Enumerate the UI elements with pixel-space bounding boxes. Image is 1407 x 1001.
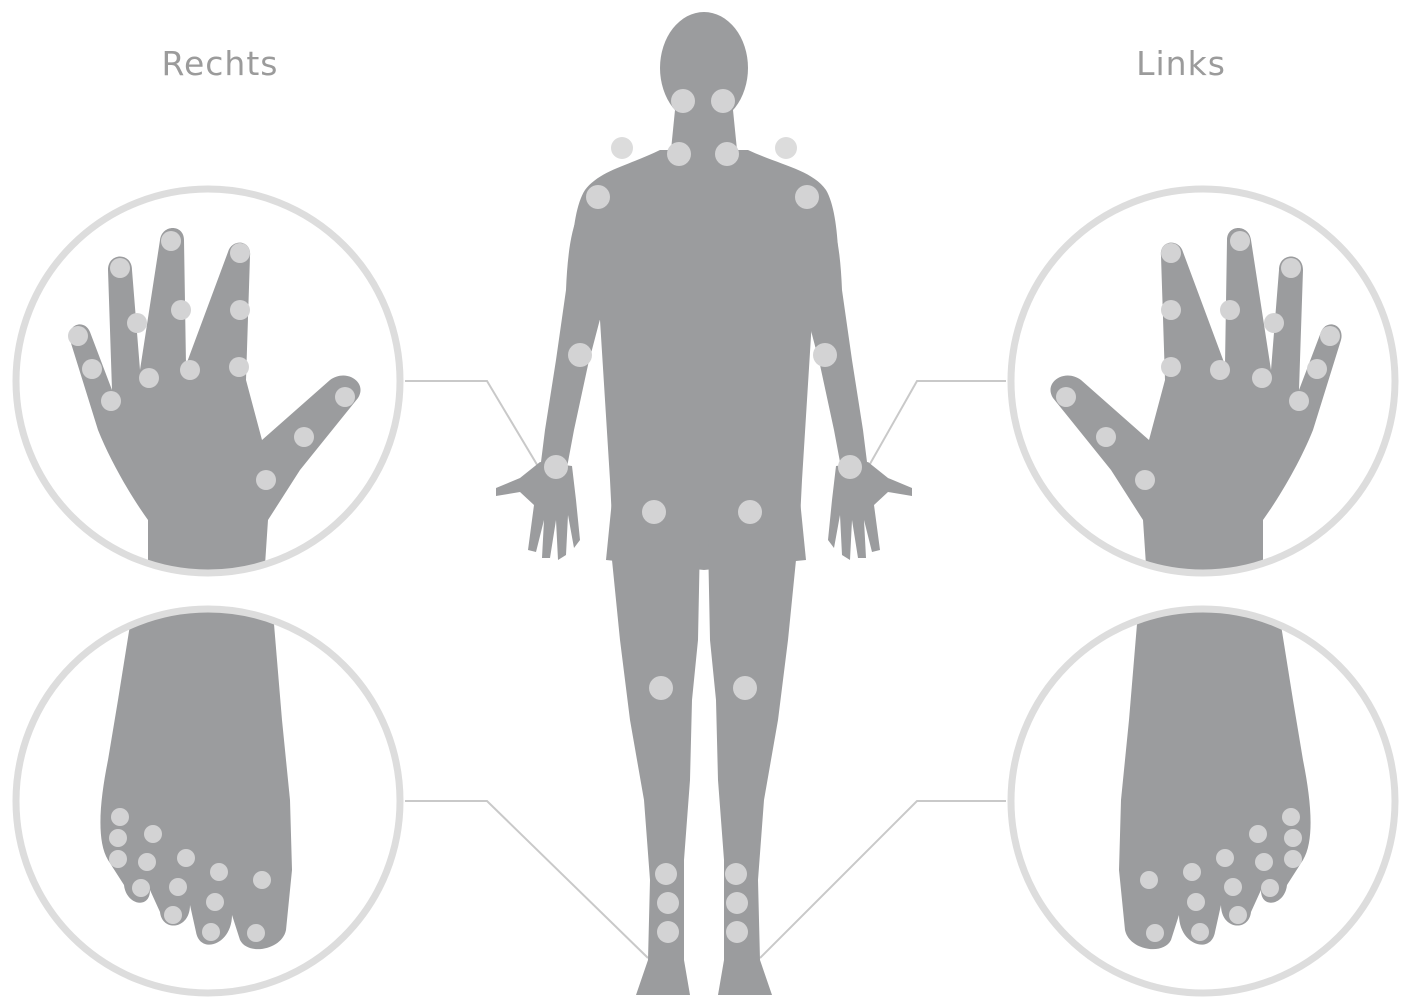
rh-joint-15[interactable] <box>256 470 276 490</box>
rh-joint-8[interactable] <box>82 359 102 379</box>
rf-joint-10[interactable] <box>210 863 228 881</box>
joint-ankle-right-1[interactable] <box>655 863 677 885</box>
rh-joint-14[interactable] <box>294 427 314 447</box>
left-foot-shape <box>1119 600 1311 949</box>
body-hand-left <box>828 462 912 560</box>
joint-wrist-right[interactable] <box>544 455 568 479</box>
left-foot-detail <box>1011 600 1395 993</box>
rf-joint-12[interactable] <box>202 923 220 941</box>
lf-joint-1[interactable] <box>1282 808 1300 826</box>
rh-joint-7[interactable] <box>68 326 88 346</box>
joint-knee-left[interactable] <box>733 676 757 700</box>
left-hand-detail <box>1011 189 1395 580</box>
lh-joint-2[interactable] <box>1281 258 1301 278</box>
joint-jaw-left[interactable] <box>711 89 735 113</box>
lh-joint-12[interactable] <box>1289 391 1309 411</box>
right-hand-detail <box>16 189 400 580</box>
rh-joint-1[interactable] <box>161 231 181 251</box>
lf-joint-7[interactable] <box>1216 849 1234 867</box>
lh-joint-13[interactable] <box>1056 387 1076 407</box>
arm-right <box>540 190 605 478</box>
rh-joint-6[interactable] <box>127 313 147 333</box>
lh-joint-11[interactable] <box>1161 357 1181 377</box>
rf-joint-6[interactable] <box>132 879 150 897</box>
lf-joint-14[interactable] <box>1146 924 1164 942</box>
lf-joint-8[interactable] <box>1224 878 1242 896</box>
connector-left-foot <box>760 801 1006 958</box>
lf-joint-5[interactable] <box>1255 853 1273 871</box>
joint-clavicle-left[interactable] <box>715 142 739 166</box>
rh-joint-13[interactable] <box>335 387 355 407</box>
lh-joint-15[interactable] <box>1135 470 1155 490</box>
leg-right <box>610 540 700 995</box>
joint-knee-right[interactable] <box>649 676 673 700</box>
joint-faint-right[interactable] <box>611 137 633 159</box>
rf-joint-11[interactable] <box>206 893 224 911</box>
lf-joint-3[interactable] <box>1284 850 1302 868</box>
lf-joint-6[interactable] <box>1261 879 1279 897</box>
joint-ankle-right-3[interactable] <box>657 921 679 943</box>
lh-joint-10[interactable] <box>1210 360 1230 380</box>
rh-joint-12[interactable] <box>101 391 121 411</box>
lf-joint-13[interactable] <box>1140 871 1158 889</box>
rf-joint-14[interactable] <box>247 924 265 942</box>
joint-clavicle-right[interactable] <box>667 142 691 166</box>
rf-joint-1[interactable] <box>111 808 129 826</box>
connector-left-hand <box>862 381 1006 478</box>
lh-joint-6[interactable] <box>1264 313 1284 333</box>
leg-left <box>708 540 798 995</box>
rf-joint-13[interactable] <box>253 871 271 889</box>
joint-wrist-left[interactable] <box>838 455 862 479</box>
joint-hip-right[interactable] <box>642 500 666 524</box>
joint-ankle-left-2[interactable] <box>726 892 748 914</box>
rh-joint-2[interactable] <box>110 258 130 278</box>
lf-joint-4[interactable] <box>1249 825 1267 843</box>
lh-joint-8[interactable] <box>1307 359 1327 379</box>
lf-joint-11[interactable] <box>1187 893 1205 911</box>
joint-elbow-right[interactable] <box>568 343 592 367</box>
joint-ankle-right-2[interactable] <box>657 892 679 914</box>
lh-joint-3[interactable] <box>1161 243 1181 263</box>
right-foot-shape <box>100 600 292 949</box>
rh-joint-10[interactable] <box>180 360 200 380</box>
lf-joint-10[interactable] <box>1183 863 1201 881</box>
joint-jaw-right[interactable] <box>671 89 695 113</box>
rh-joint-5[interactable] <box>230 300 250 320</box>
joint-ankle-left-1[interactable] <box>725 863 747 885</box>
joint-hip-left[interactable] <box>738 500 762 524</box>
joint-ankle-left-3[interactable] <box>726 921 748 943</box>
arm-left <box>803 190 868 478</box>
rf-joint-8[interactable] <box>169 878 187 896</box>
lh-joint-7[interactable] <box>1320 326 1340 346</box>
lf-joint-2[interactable] <box>1284 829 1302 847</box>
lh-joint-5[interactable] <box>1161 300 1181 320</box>
connector-right-foot <box>405 801 648 958</box>
rh-joint-9[interactable] <box>139 368 159 388</box>
rf-joint-7[interactable] <box>177 849 195 867</box>
rf-joint-4[interactable] <box>144 825 162 843</box>
rf-joint-3[interactable] <box>109 850 127 868</box>
joint-faint-left[interactable] <box>775 137 797 159</box>
connector-right-hand <box>405 381 545 478</box>
body-hand-right <box>496 462 580 560</box>
rf-joint-5[interactable] <box>138 853 156 871</box>
rf-joint-2[interactable] <box>109 829 127 847</box>
rh-joint-4[interactable] <box>171 300 191 320</box>
rf-joint-9[interactable] <box>164 906 182 924</box>
lh-joint-4[interactable] <box>1220 300 1240 320</box>
rh-joint-3[interactable] <box>230 243 250 263</box>
body-overview <box>496 12 912 995</box>
joint-shoulder-right[interactable] <box>586 185 610 209</box>
right-foot-detail <box>16 600 400 993</box>
lf-joint-9[interactable] <box>1229 906 1247 924</box>
lh-joint-1[interactable] <box>1230 231 1250 251</box>
lh-joint-9[interactable] <box>1252 368 1272 388</box>
rh-joint-11[interactable] <box>229 357 249 377</box>
joint-elbow-left[interactable] <box>813 343 837 367</box>
joint-shoulder-left[interactable] <box>795 185 819 209</box>
lf-joint-12[interactable] <box>1191 923 1209 941</box>
lh-joint-14[interactable] <box>1096 427 1116 447</box>
